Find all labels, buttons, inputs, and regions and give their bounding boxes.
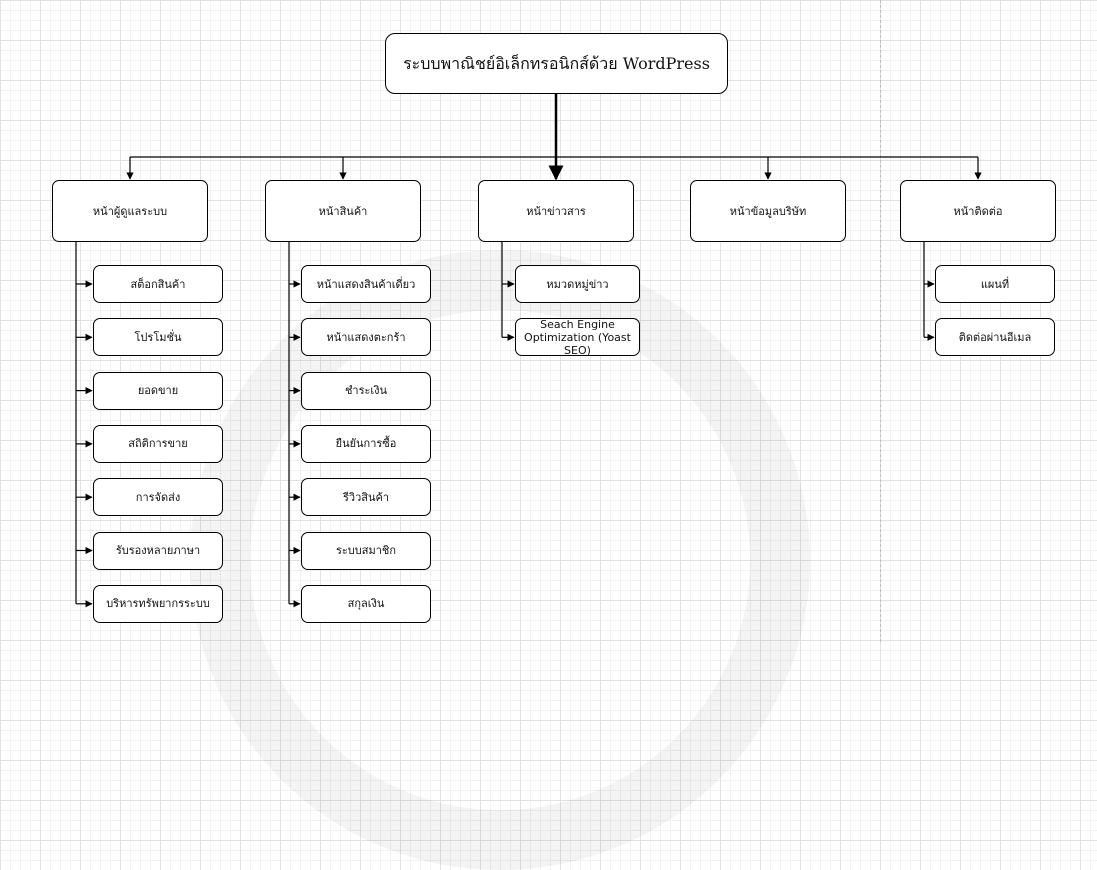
branch-node[interactable]: หน้าข้อมูลบริษัท bbox=[690, 180, 846, 242]
child-node[interactable]: หมวดหมู่ข่าว bbox=[515, 265, 640, 303]
branch-node[interactable]: หน้าผู้ดูแลระบบ bbox=[52, 180, 208, 242]
child-node[interactable]: สถิติการขาย bbox=[93, 424, 223, 463]
child-node[interactable]: หน้าแสดงตะกร้า bbox=[301, 318, 431, 357]
child-node[interactable]: รับรองหลายภาษา bbox=[93, 531, 223, 570]
child-node[interactable]: แผนที่ bbox=[935, 265, 1055, 303]
branch-node[interactable]: หน้าข่าวสาร bbox=[478, 180, 634, 242]
child-node[interactable]: การจัดส่ง bbox=[93, 478, 223, 517]
child-node[interactable]: ระบบสมาชิก bbox=[301, 531, 431, 570]
child-node[interactable]: สต็อกสินค้า bbox=[93, 265, 223, 303]
connector-layer bbox=[75, 94, 982, 608]
child-node[interactable]: ชำระเงิน bbox=[301, 371, 431, 410]
child-node[interactable]: บริหารทรัพยากรระบบ bbox=[93, 584, 223, 623]
child-node[interactable]: ยืนยันการซื้อ bbox=[301, 424, 431, 463]
child-node[interactable]: โปรโมชั่น bbox=[93, 318, 223, 357]
branch-node[interactable]: หน้าสินค้า bbox=[265, 180, 421, 242]
diagram-canvas: ระบบพาณิชย์อิเล็กทรอนิกส์ด้วย WordPress … bbox=[52, 0, 1056, 870]
page-break-guide bbox=[880, 0, 881, 642]
child-node[interactable]: รีวิวสินค้า bbox=[301, 478, 431, 517]
root-node[interactable]: ระบบพาณิชย์อิเล็กทรอนิกส์ด้วย WordPress bbox=[385, 33, 728, 94]
branch-node[interactable]: หน้าติดต่อ bbox=[900, 180, 1056, 242]
child-node[interactable]: หน้าแสดงสินค้าเดี่ยว bbox=[301, 265, 431, 303]
child-node[interactable]: ติดต่อผ่านอีเมล bbox=[935, 318, 1055, 357]
child-node[interactable]: ยอดขาย bbox=[93, 371, 223, 410]
child-node[interactable]: Seach Engine Optimization (Yoast SEO) bbox=[515, 318, 640, 357]
child-node[interactable]: สกุลเงิน bbox=[301, 584, 431, 623]
